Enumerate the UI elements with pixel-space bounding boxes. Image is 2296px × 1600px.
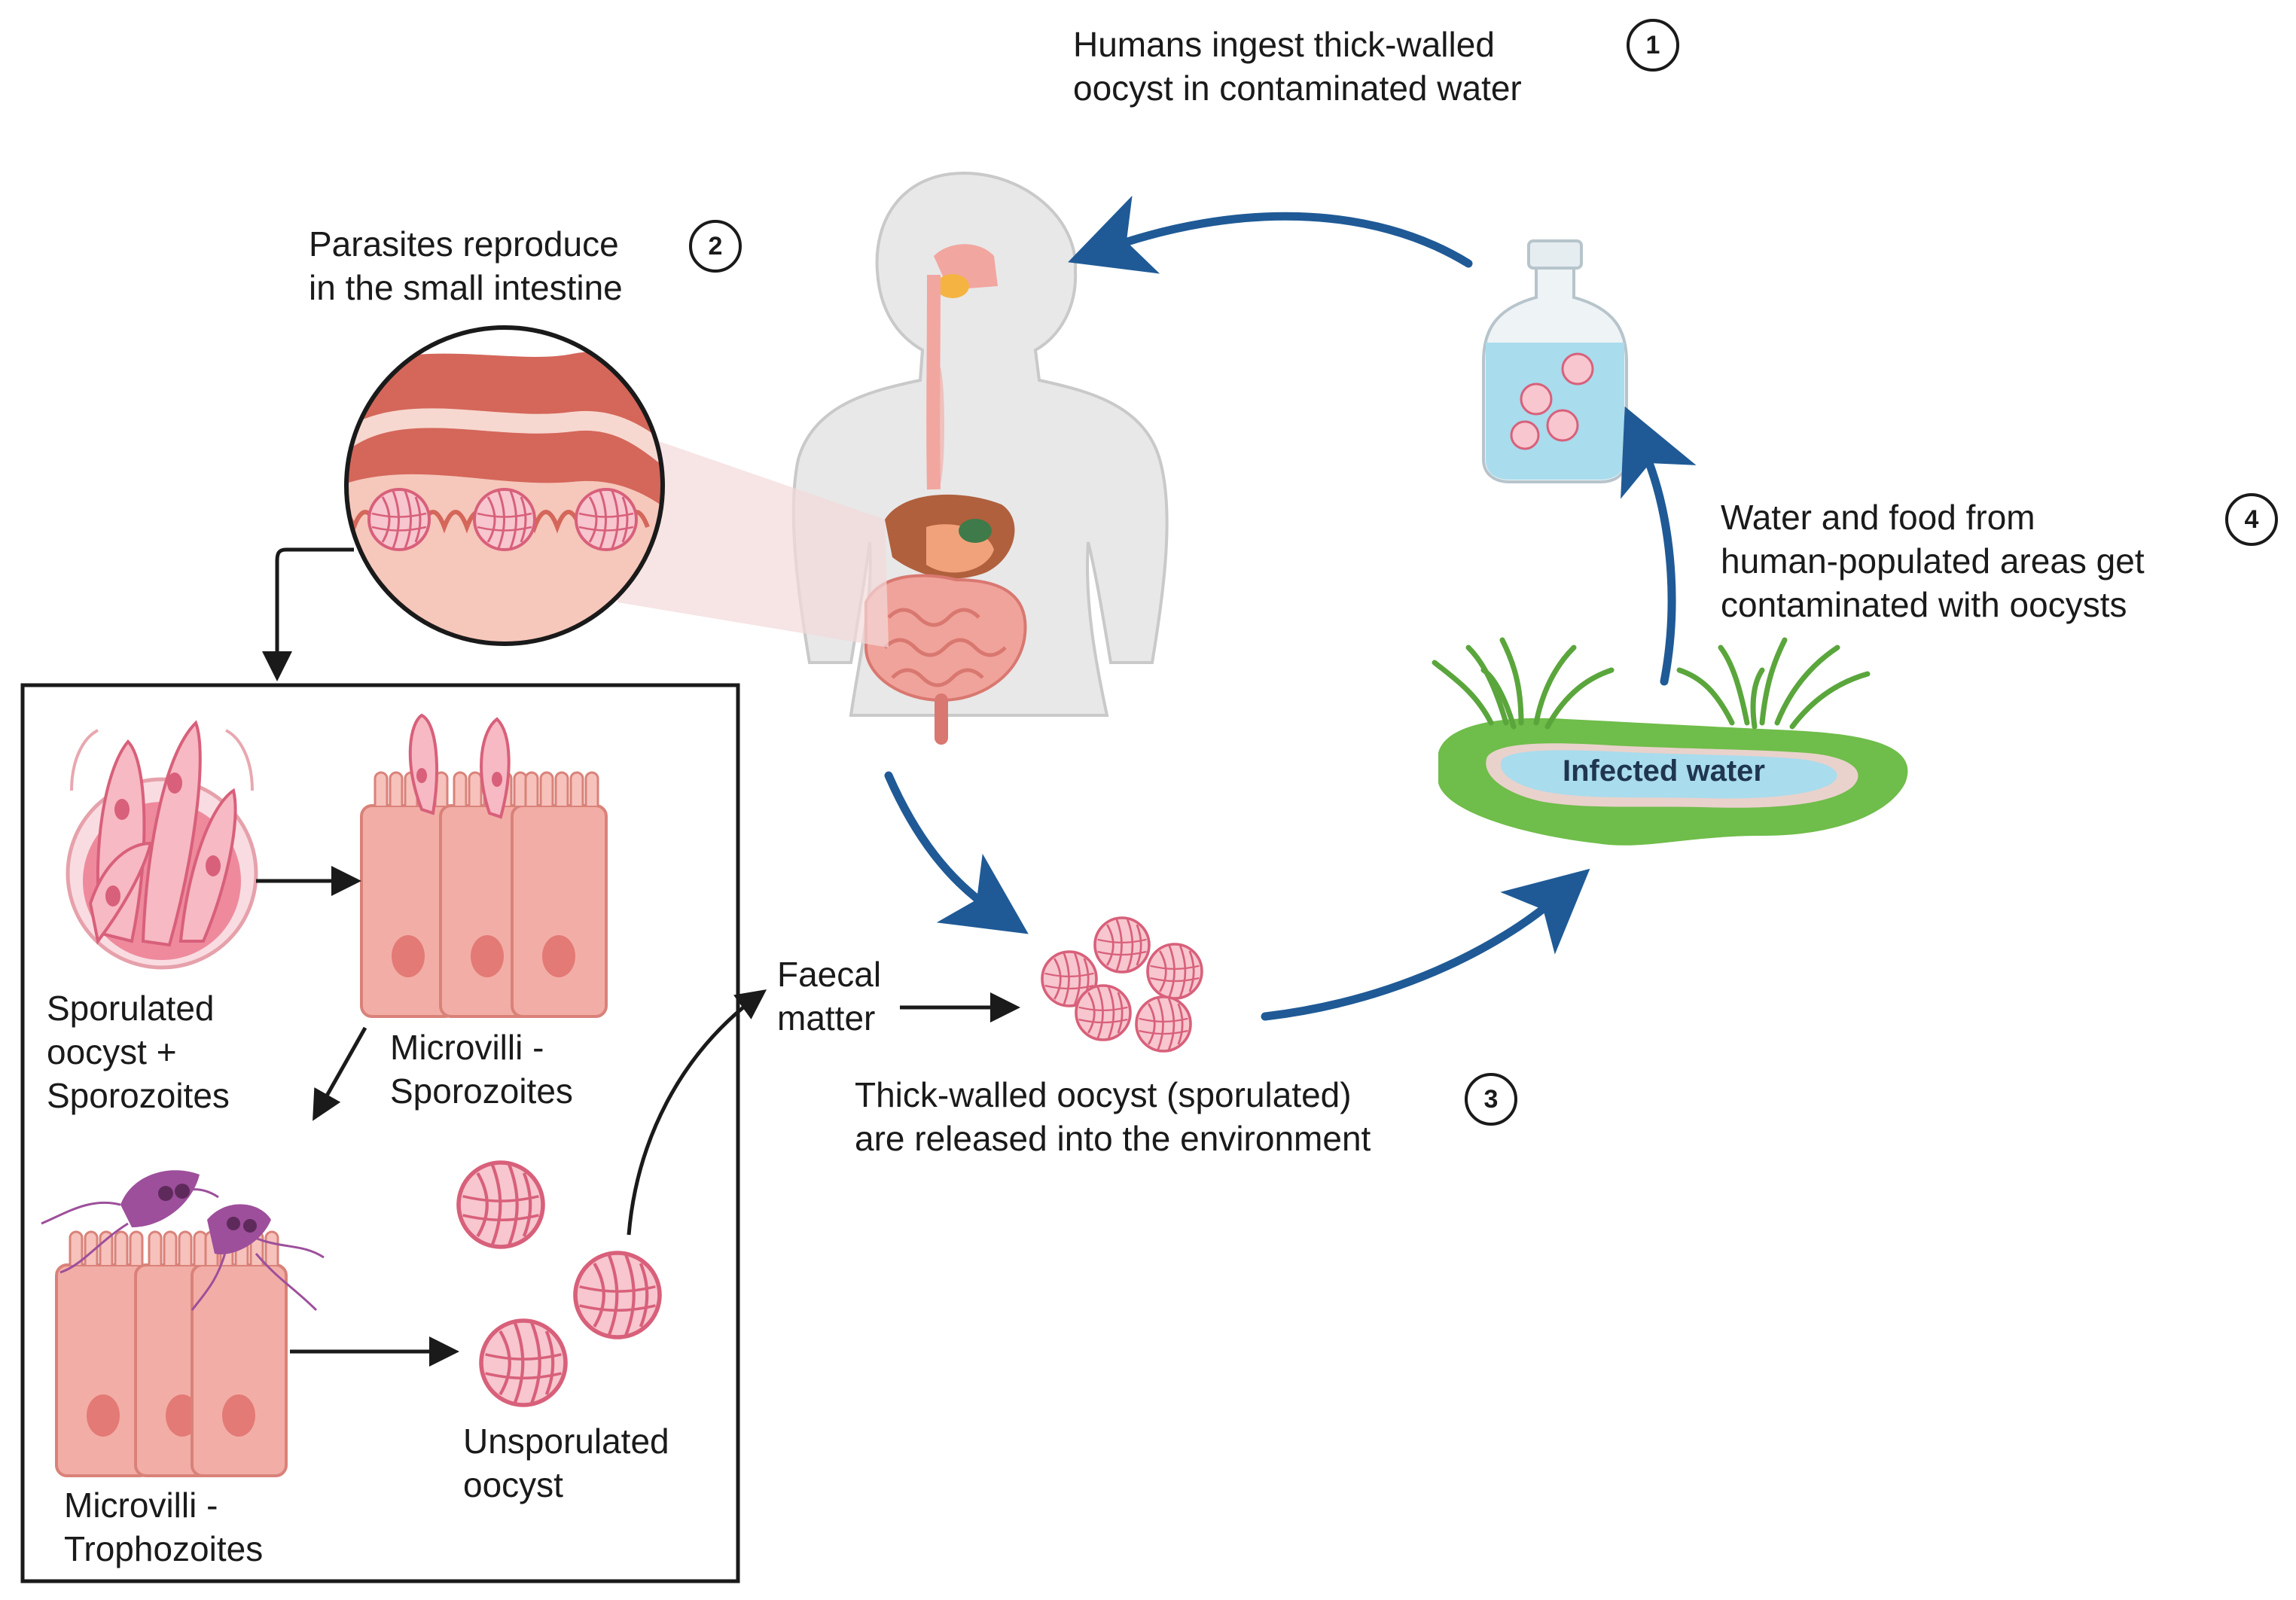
unsporulated-oocyst-illustration — [459, 1163, 660, 1405]
water-bottle — [1482, 239, 1628, 483]
arrow-lens-to-inset — [262, 547, 354, 681]
released-oocyst-cluster — [1041, 916, 1203, 1053]
step-4-badge: 4 — [2225, 493, 2278, 546]
microvilli-trophozoites-label: Microvilli -Trophozoites — [64, 1486, 264, 1568]
intestine-magnifier — [344, 325, 665, 646]
microvilli-sporozoites-illustration — [360, 713, 608, 1018]
microvilli-trophozoites-illustration — [41, 1170, 325, 1477]
step-1-badge: 1 — [1627, 19, 1679, 72]
arrow-human-to-environment — [884, 771, 1029, 934]
arrow-pond-to-bottle — [1621, 406, 1697, 686]
sporulated-oocyst-illustration — [66, 720, 258, 970]
infected-water-pond — [1432, 637, 1908, 846]
development-inset-box — [20, 683, 740, 1583]
step-3-label: Thick-walled oocyst (sporulated)are rele… — [855, 1075, 1371, 1158]
human-body-illustration — [791, 171, 1169, 745]
arrow-environment-to-pond — [1261, 868, 1590, 1021]
step-2-badge: 2 — [689, 220, 742, 273]
arrow-sporozoites-to-trophozoites — [313, 1026, 367, 1121]
microvilli-sporozoites-label: Microvilli -Sporozoites — [390, 1028, 573, 1111]
arrow-bottle-to-human — [1068, 195, 1473, 274]
pond-label: Infected water — [1563, 754, 1765, 788]
arrow-unsporulated-to-faecal — [627, 989, 767, 1236]
step-3-badge: 3 — [1465, 1073, 1517, 1126]
magnification-wedge — [602, 422, 889, 648]
